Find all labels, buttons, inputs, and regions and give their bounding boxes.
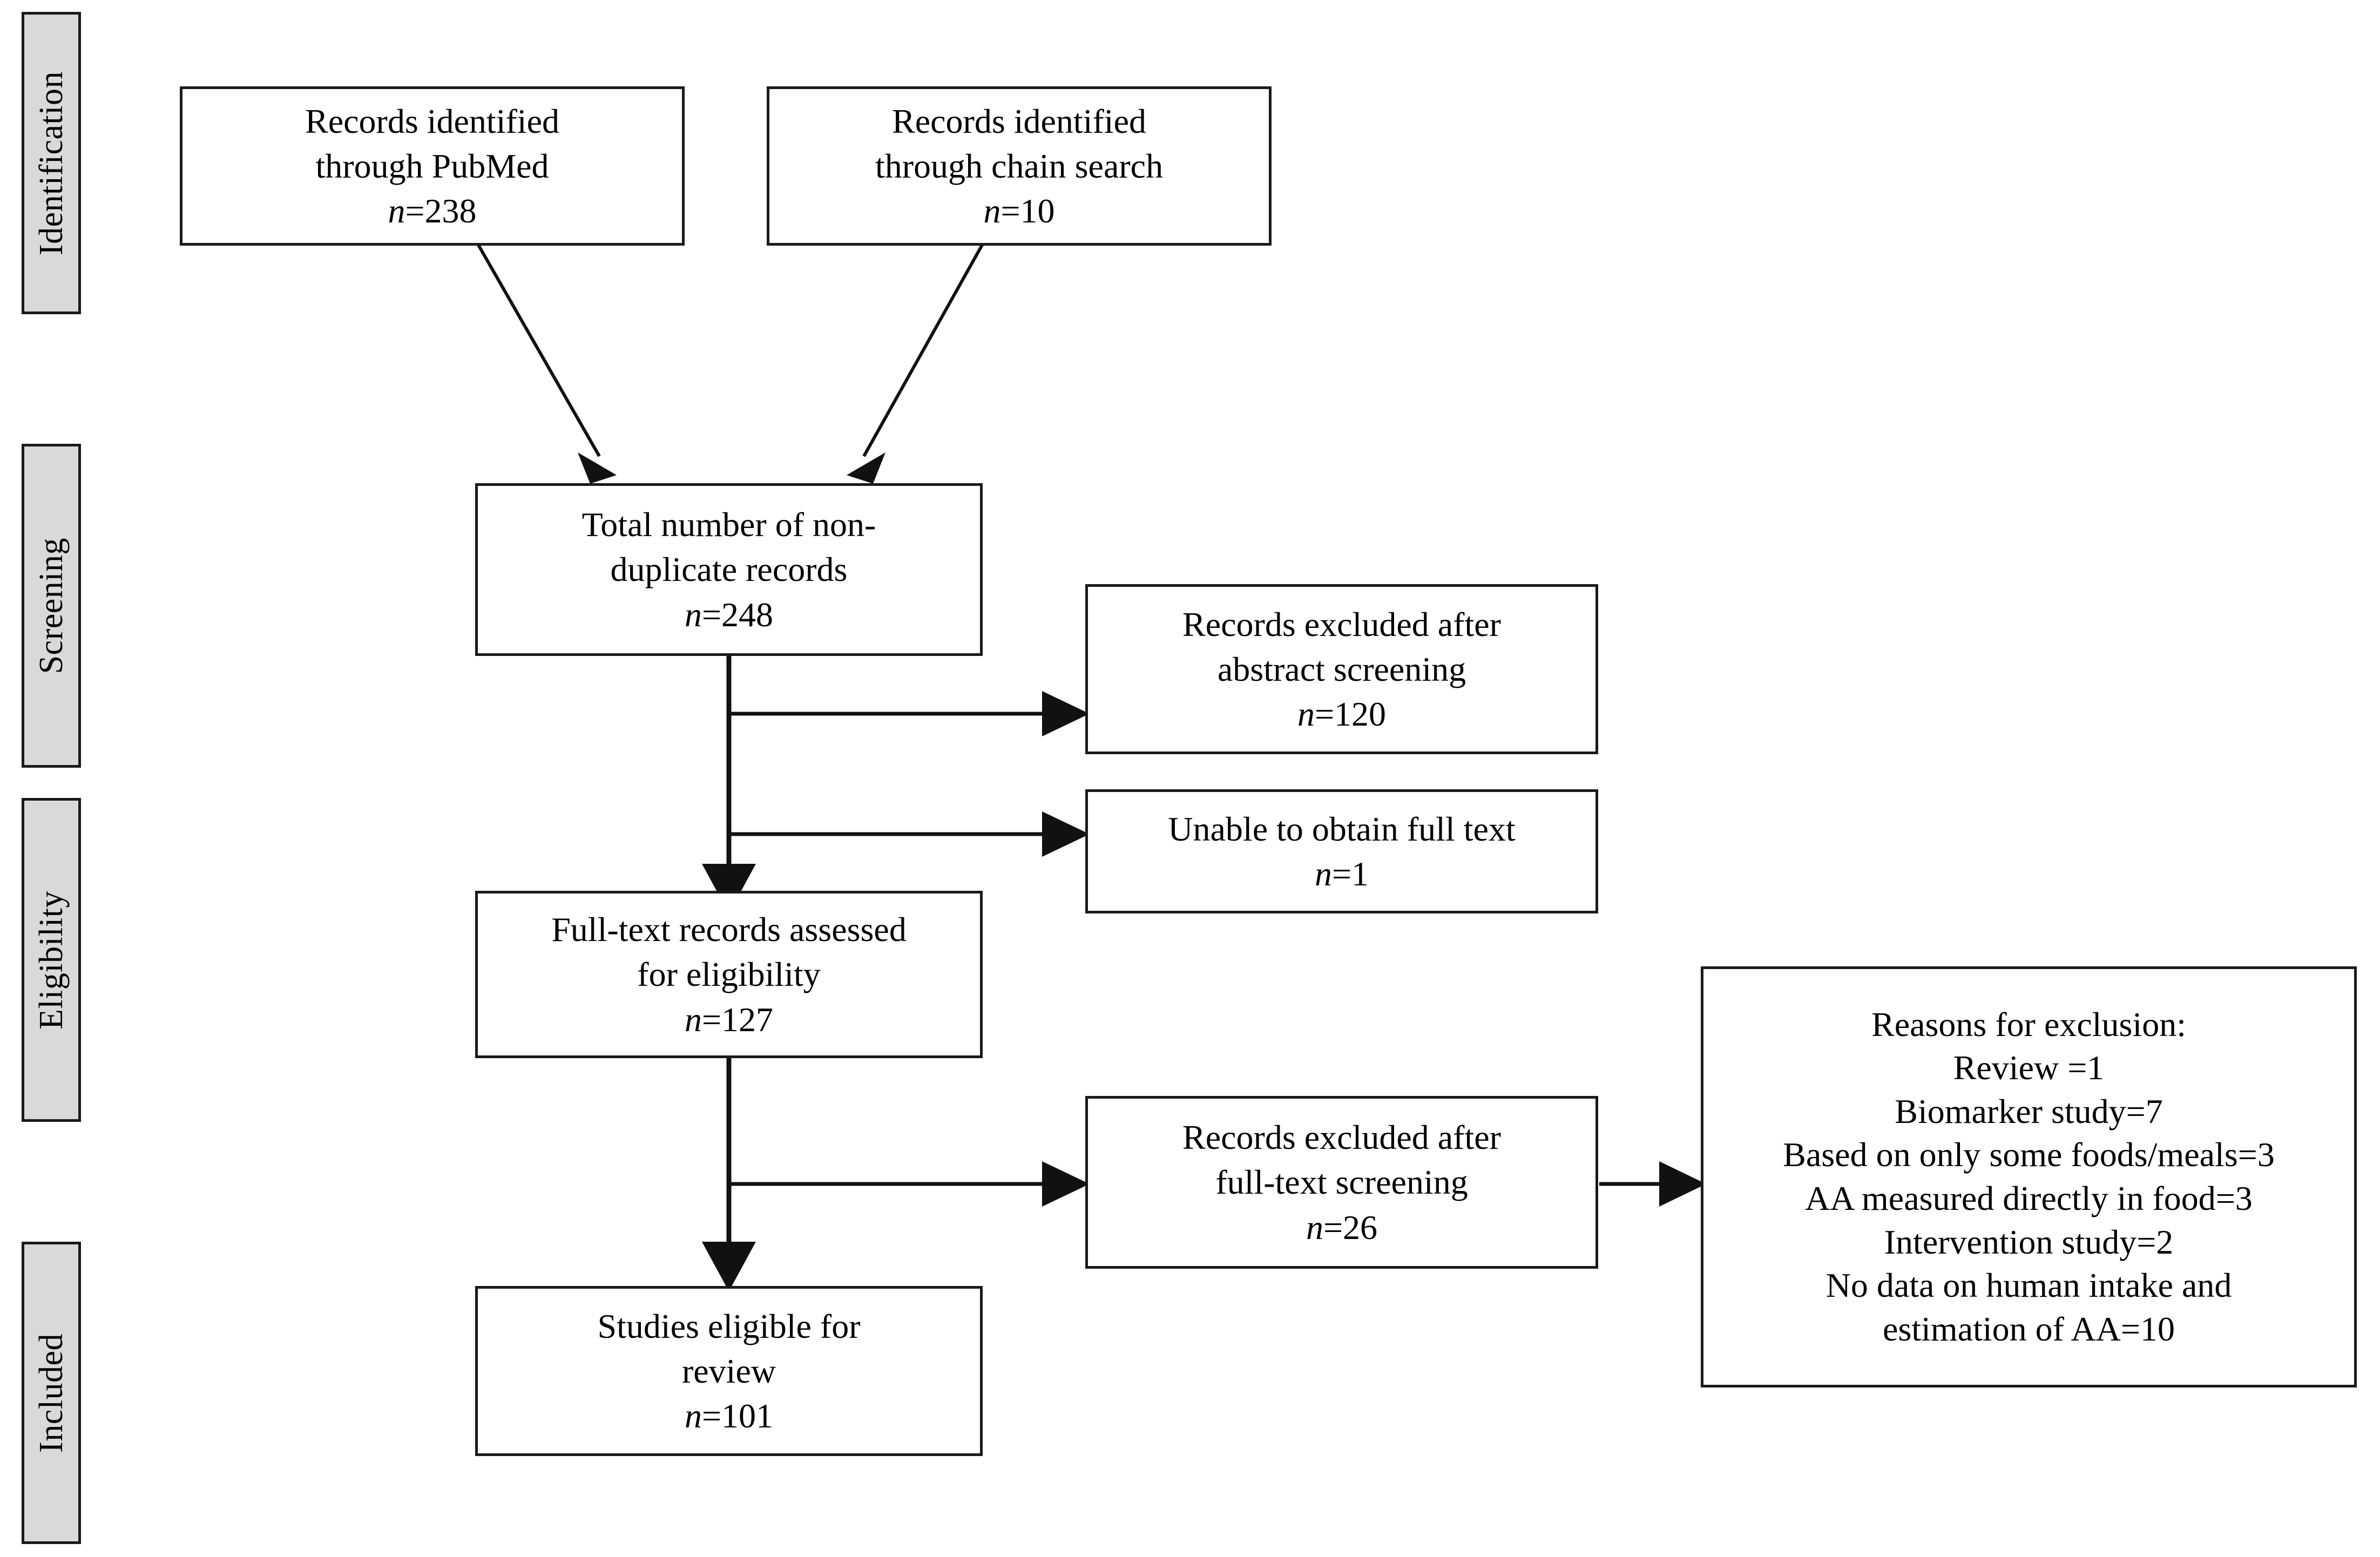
box-pubmed-n-value: 238 — [424, 192, 477, 231]
box-chain-n-sep: = — [1000, 192, 1020, 231]
box-chain-n-label: n — [983, 192, 1001, 231]
arrow-to-excluded-fulltext — [729, 1161, 1090, 1207]
box-unable-fulltext-n-label: n — [1314, 855, 1332, 893]
box-total-non-duplicate-records: Total number of non- duplicate records n… — [475, 483, 983, 656]
phase-label-included-text: Included — [33, 1333, 70, 1453]
reasons-item-review: Review =1 — [1953, 1048, 2105, 1087]
box-unable-fulltext-count: n=1 — [1315, 851, 1369, 896]
box-studies-eligible-n-value: 101 — [721, 1397, 774, 1436]
box-excluded-fulltext-count: n=26 — [1306, 1205, 1377, 1250]
box-chain-count: n=10 — [983, 188, 1054, 233]
arrow-excluded-fulltext-to-reasons — [1599, 1161, 1706, 1207]
box-pubmed-n-sep: = — [405, 192, 425, 231]
box-pubmed-line1: Records identified — [305, 101, 559, 140]
reasons-item-no-human-intake-line1: No data on human intake and — [1825, 1266, 2232, 1305]
arrow-pubmed-to-nonduplicate — [476, 243, 617, 484]
box-studies-eligible-n-sep: = — [701, 1397, 722, 1436]
arrow-to-excluded-abstract — [729, 691, 1090, 736]
reasons-heading: Reasons for exclusion: — [1871, 1005, 2186, 1044]
box-pubmed-count: n=238 — [388, 188, 476, 233]
box-chain-line2: through chain search — [875, 146, 1164, 185]
box-nonduplicate-line2: duplicate records — [610, 550, 848, 589]
box-fulltext-assessed-n-label: n — [684, 1000, 702, 1039]
box-studies-eligible-line1: Studies eligible for — [597, 1306, 861, 1345]
phase-label-eligibility-text: Eligibility — [33, 890, 70, 1030]
box-studies-eligible-count: n=101 — [685, 1393, 773, 1438]
box-fulltext-assessed-line2: for eligibility — [637, 955, 821, 994]
box-excluded-abstract-n-value: 120 — [1334, 695, 1387, 734]
reasons-item-some-foods-meals: Based on only some foods/meals=3 — [1783, 1135, 2275, 1174]
box-excluded-abstract-line2: abstract screening — [1217, 649, 1466, 688]
box-nonduplicate-n-label: n — [684, 595, 702, 634]
box-excluded-fulltext-n-value: 26 — [1343, 1208, 1378, 1247]
box-excluded-abstract-n-sep: = — [1314, 695, 1335, 734]
box-excluded-fulltext-n-label: n — [1306, 1208, 1323, 1247]
arrow-chainsearch-to-nonduplicate — [847, 243, 984, 484]
box-reasons-for-exclusion: Reasons for exclusion: Review =1 Biomark… — [1701, 966, 2357, 1387]
box-nonduplicate-n-sep: = — [701, 595, 722, 634]
box-studies-eligible-line2: review — [681, 1351, 776, 1390]
box-records-excluded-full-text-screening: Records excluded after full-text screeni… — [1085, 1096, 1598, 1269]
arrow-fulltext-to-studies — [702, 1058, 756, 1291]
arrow-to-unable-fulltext — [729, 811, 1090, 857]
phase-label-screening: Screening — [22, 444, 81, 768]
box-excluded-fulltext-line1: Records excluded after — [1182, 1118, 1501, 1157]
box-nonduplicate-line1: Total number of non- — [582, 505, 876, 544]
box-fulltext-assessed-n-sep: = — [701, 1000, 722, 1039]
box-chain-n-value: 10 — [1020, 192, 1055, 231]
phase-label-eligibility: Eligibility — [22, 798, 81, 1122]
box-unable-fulltext-n-sep: = — [1331, 855, 1352, 893]
box-excluded-abstract-line1: Records excluded after — [1182, 605, 1501, 644]
box-studies-eligible-for-review: Studies eligible for review n=101 — [475, 1286, 983, 1456]
box-excluded-abstract-n-label: n — [1297, 695, 1315, 734]
box-records-excluded-abstract-screening: Records excluded after abstract screenin… — [1085, 584, 1598, 754]
box-nonduplicate-count: n=248 — [685, 592, 773, 637]
box-excluded-fulltext-n-sep: = — [1323, 1208, 1343, 1247]
box-records-identified-chain-search: Records identified through chain search … — [767, 86, 1272, 246]
box-excluded-abstract-count: n=120 — [1297, 692, 1386, 736]
box-pubmed-line2: through PubMed — [315, 146, 549, 185]
phase-label-included: Included — [22, 1242, 81, 1544]
phase-label-identification-text: Identification — [33, 71, 70, 255]
box-excluded-fulltext-line2: full-text screening — [1215, 1163, 1468, 1202]
phase-label-screening-text: Screening — [33, 537, 70, 674]
reasons-item-intervention-study: Intervention study=2 — [1884, 1222, 2174, 1261]
reasons-item-aa-measured-in-food: AA measured directly in food=3 — [1805, 1179, 2253, 1217]
arrow-nonduplicate-to-fulltext — [702, 656, 756, 913]
box-fulltext-assessed-count: n=127 — [685, 997, 773, 1042]
box-chain-line1: Records identified — [892, 101, 1146, 140]
box-records-identified-pubmed: Records identified through PubMed n=238 — [180, 86, 685, 246]
phase-label-identification: Identification — [22, 12, 81, 314]
box-fulltext-assessed-n-value: 127 — [721, 1000, 774, 1039]
box-pubmed-n-label: n — [388, 192, 405, 231]
box-unable-to-obtain-full-text: Unable to obtain full text n=1 — [1085, 789, 1598, 913]
reasons-item-no-human-intake-line2: estimation of AA=10 — [1883, 1309, 2175, 1348]
reasons-item-biomarker-study: Biomarker study=7 — [1895, 1092, 2163, 1130]
box-unable-fulltext-n-value: 1 — [1351, 855, 1369, 893]
box-fulltext-assessed-line1: Full-text records assessed — [551, 910, 907, 949]
box-unable-fulltext-line1: Unable to obtain full text — [1168, 809, 1516, 848]
box-full-text-records-assessed: Full-text records assessed for eligibili… — [475, 891, 983, 1058]
box-studies-eligible-n-label: n — [684, 1397, 702, 1436]
box-nonduplicate-n-value: 248 — [721, 595, 774, 634]
